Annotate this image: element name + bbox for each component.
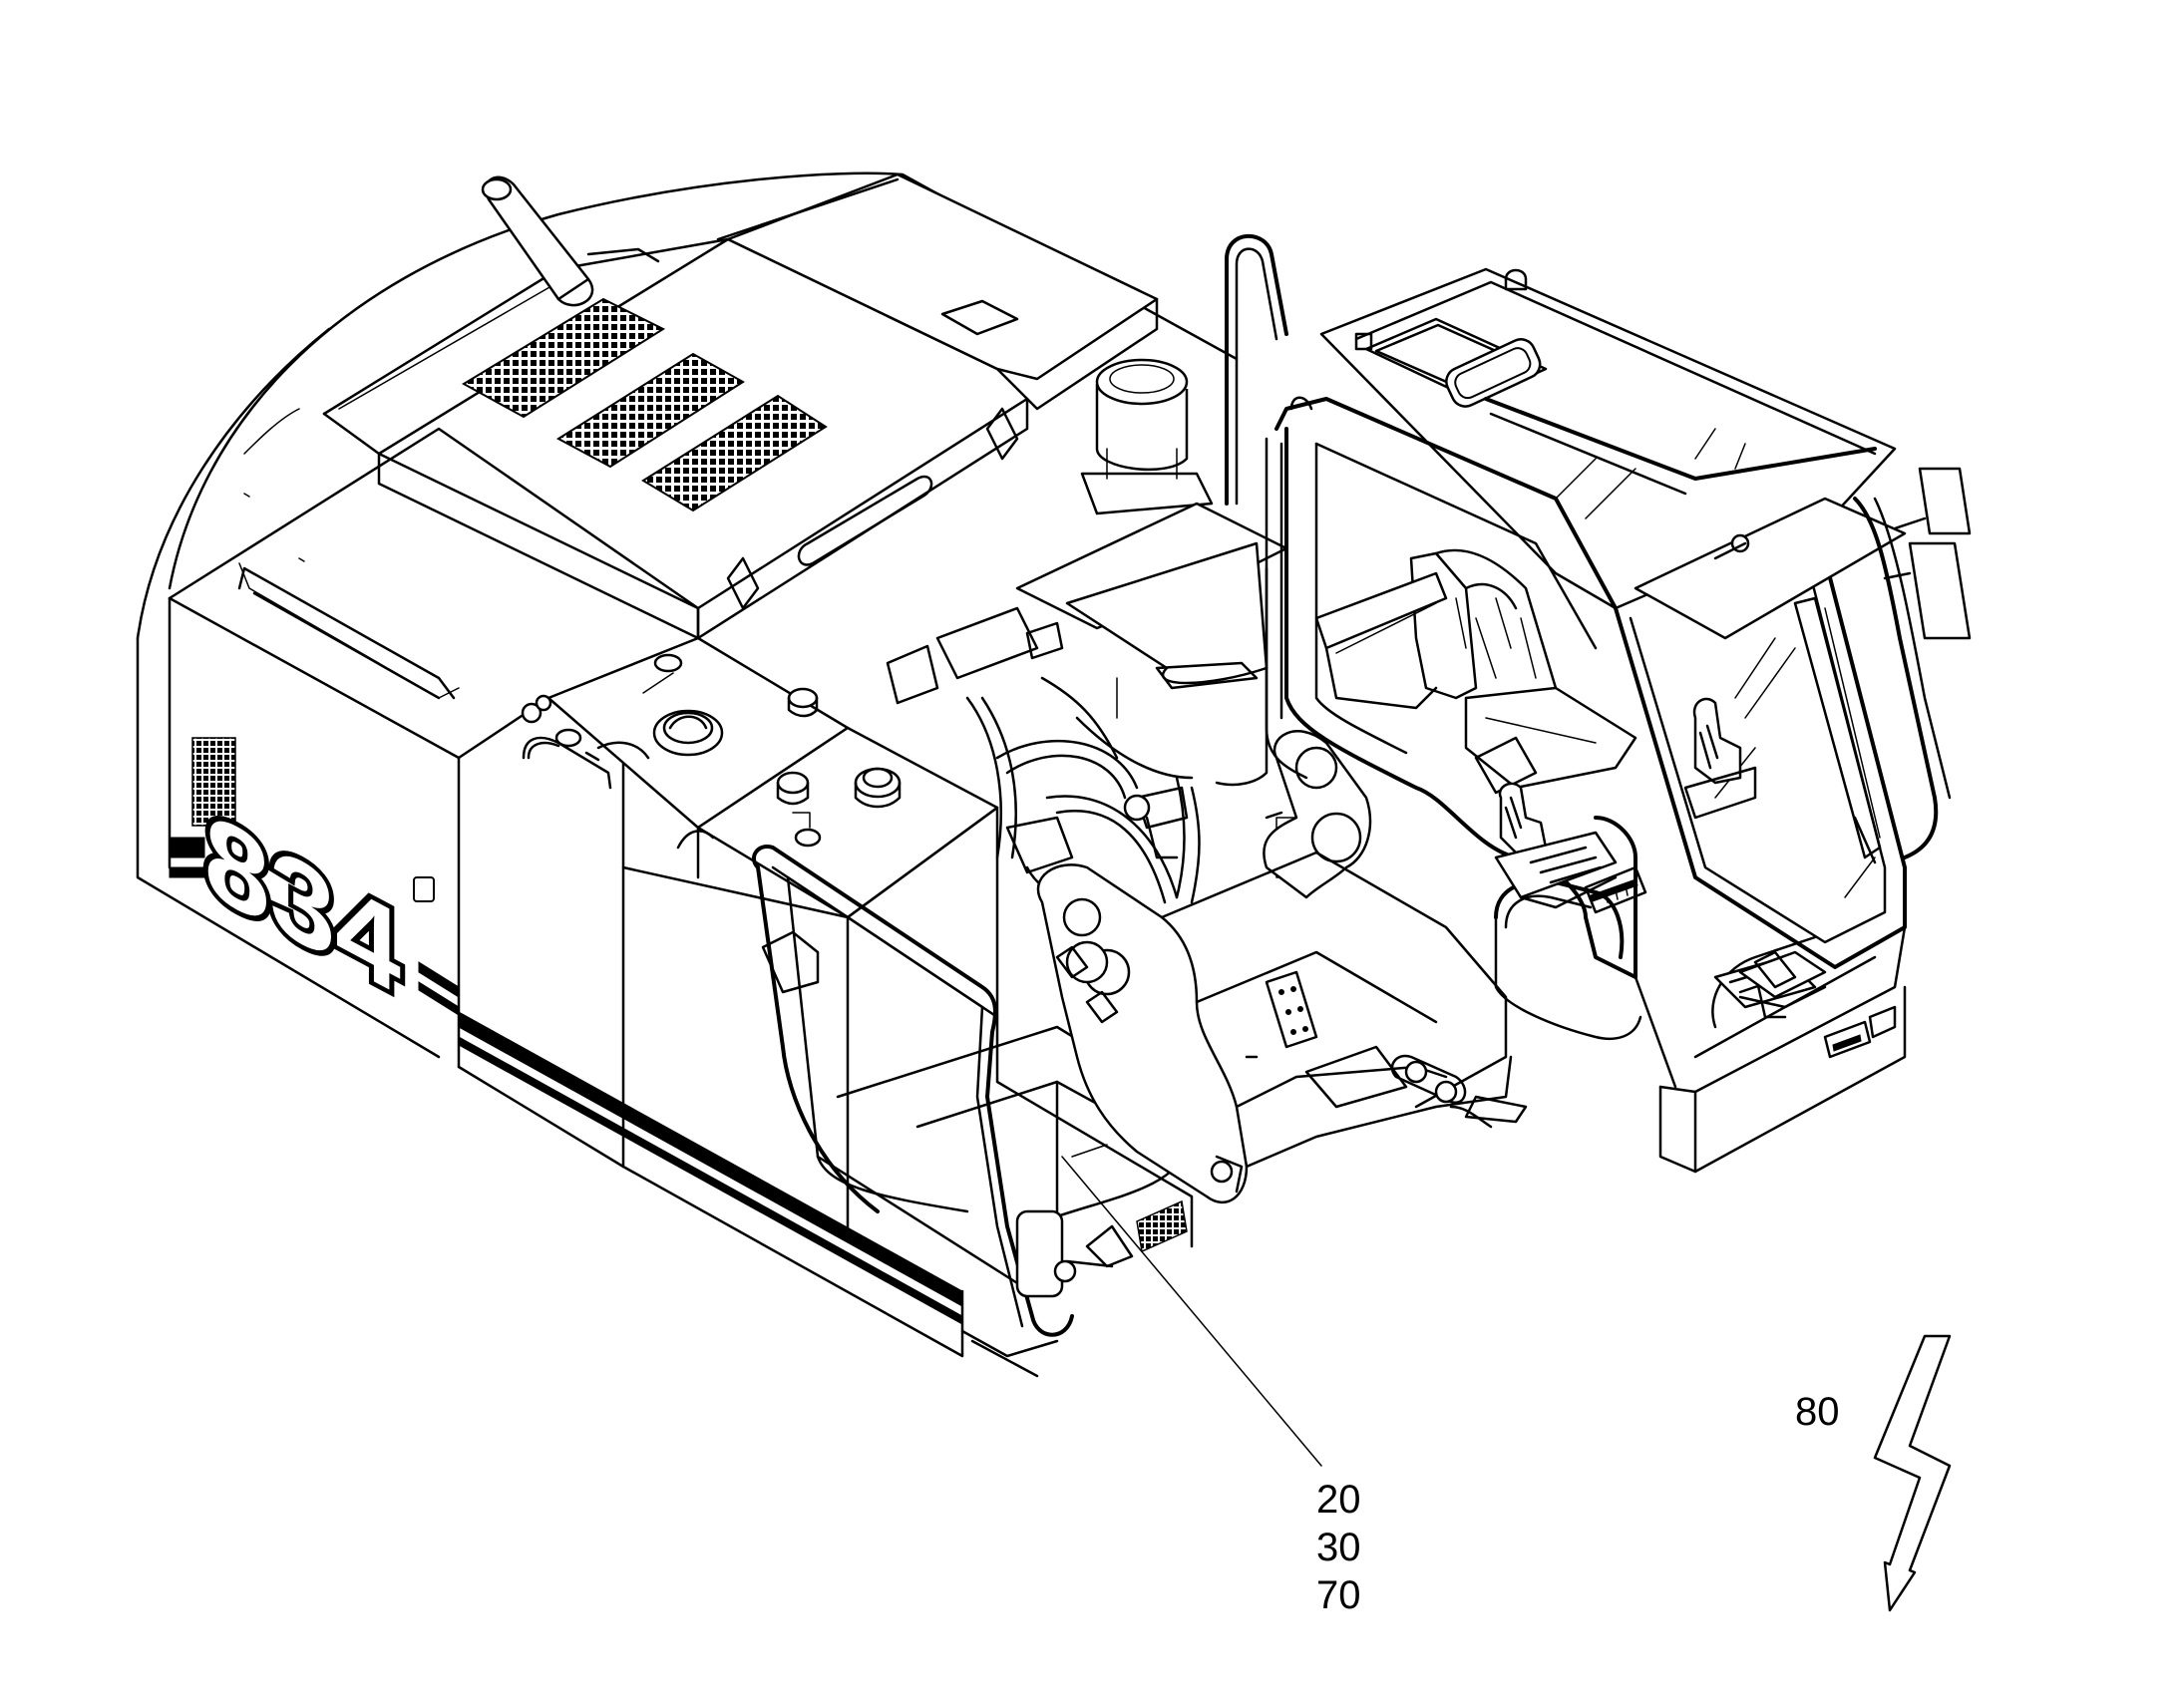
upper-mirror (1918, 467, 1972, 535)
model-number-834: 834 (204, 785, 401, 1021)
service-plate (940, 299, 1019, 336)
compartment-vent (1136, 1199, 1188, 1253)
work-lamp (1015, 1209, 1064, 1298)
lightning-arrow-icon (1873, 1334, 1952, 1612)
hood-grille-left (462, 297, 666, 419)
center-platform (1015, 502, 1288, 787)
reference-numeral-70: 70 (1316, 1573, 1361, 1617)
reference-numeral-80: 80 (1795, 1390, 1840, 1434)
operator-cab (1265, 267, 1972, 1174)
fuel-cap (652, 709, 724, 757)
top-handrail (1225, 233, 1288, 506)
exhaust-pipe (481, 175, 594, 307)
roof-hatch (1364, 317, 1548, 403)
hood-grille-middle (556, 352, 745, 469)
hood-grille-right (641, 394, 828, 512)
side-mirror (1908, 541, 1972, 640)
operator-seat (1314, 548, 1827, 1009)
air-filter (1080, 358, 1214, 515)
boom-lug-right (1263, 730, 1372, 899)
upper-frame (1160, 851, 1528, 1169)
front-storage-compartment (752, 845, 1194, 1378)
model-badge: 834 (169, 780, 460, 1026)
reference-numeral-20: 20 (1316, 1478, 1361, 1522)
breather-cap (787, 687, 819, 709)
boom-foot-bracket (1036, 863, 1249, 1203)
front-tank (621, 726, 999, 1358)
badge-emblem (413, 876, 435, 902)
engine-cover-right (716, 172, 1159, 411)
engine-hood (377, 237, 1029, 640)
small-handrails (521, 694, 650, 762)
side-stripes (458, 1011, 963, 1325)
hydraulic-filler-cap (854, 767, 902, 799)
reference-numeral-30: 30 (1316, 1526, 1361, 1569)
leader-line-20-30-70 (1061, 1156, 1322, 1467)
side-vent (191, 737, 236, 827)
frame-bolt-plate (1265, 970, 1318, 1049)
hydraulic-hoses (886, 606, 1297, 904)
engine-side-door (168, 427, 700, 1069)
